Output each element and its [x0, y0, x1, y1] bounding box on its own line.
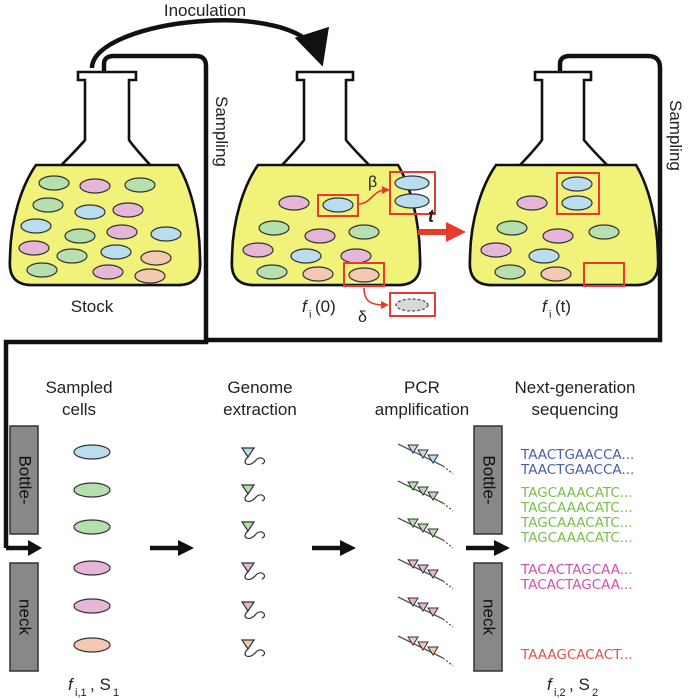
step-pcr-amplification: PCR amplification — [375, 378, 470, 419]
svg-text:(0): (0) — [315, 297, 336, 316]
sample2-label: f i,2 , S 2 — [547, 675, 598, 698]
svg-text:f: f — [547, 675, 554, 694]
sequence-read: TAGCAAACATC... — [520, 515, 633, 531]
svg-text:Next-generation: Next-generation — [515, 378, 636, 397]
sequence-reads: TAACTGAACCA...TAACTGAACCA... TAGCAAACATC.… — [520, 447, 634, 663]
bottleneck-label-right: Bottle- neck — [473, 425, 503, 672]
svg-text:Bottle-: Bottle- — [16, 455, 35, 504]
svg-text:i,2: i,2 — [554, 687, 566, 698]
sample1-label: f i,1 , S 1 — [68, 675, 119, 698]
svg-text:1: 1 — [113, 687, 119, 698]
svg-text:PCR: PCR — [404, 378, 440, 397]
svg-text:extraction: extraction — [223, 400, 297, 419]
svg-text:i: i — [549, 309, 551, 321]
svg-text:cells: cells — [62, 400, 96, 419]
sampling-label-right: Sampling — [666, 100, 685, 171]
final-cells — [480, 176, 620, 282]
step-next-generation-sequencing: Next-generation sequencing — [515, 378, 636, 419]
svg-text:2: 2 — [592, 687, 598, 698]
beta-symbol: β — [368, 174, 377, 191]
inoculation-label: Inoculation — [164, 1, 246, 20]
time-label: t — [428, 206, 435, 226]
initial-flask — [230, 70, 422, 287]
birth-annotation: β — [357, 171, 436, 215]
pcr-fragments-column — [397, 443, 454, 667]
svg-text:, S: , S — [90, 675, 111, 694]
svg-text:neck: neck — [16, 599, 35, 635]
sequence-read: TACACTAGCAA... — [520, 562, 633, 578]
sequence-read: TAGCAAACATC... — [520, 500, 633, 516]
sequence-read: TAACTGAACCA... — [520, 462, 634, 478]
svg-text:i,1: i,1 — [75, 687, 87, 698]
svg-text:f: f — [68, 675, 75, 694]
death-annotation: δ — [358, 287, 436, 326]
svg-text:f: f — [542, 297, 549, 316]
svg-text:Genome: Genome — [227, 378, 292, 397]
step-genome-extraction: Genome extraction — [223, 378, 297, 419]
death-highlight-box — [343, 262, 385, 287]
svg-text:Sampled: Sampled — [45, 378, 112, 397]
svg-text:amplification: amplification — [375, 400, 470, 419]
pipeline-arrows — [6, 540, 510, 556]
fi0-label: f i (0) — [302, 297, 336, 321]
sampling-line — [3, 53, 209, 548]
sampling-label-left: Sampling — [212, 96, 231, 167]
sequence-read: TAACTGAACCA... — [520, 447, 634, 463]
birth-highlight-box — [317, 194, 359, 217]
svg-text:sequencing: sequencing — [532, 400, 619, 419]
sequence-read: TACACTAGCAA... — [520, 577, 633, 593]
sequence-read: TAGCAAACATC... — [520, 485, 633, 501]
sampling-line-right — [206, 53, 663, 343]
sampled-cells-column — [73, 444, 111, 653]
genome-icons-column — [240, 447, 266, 658]
initial-cells — [242, 195, 380, 283]
step-sampled-cells: Sampled cells — [45, 378, 112, 419]
final-flask — [468, 70, 660, 287]
svg-text:i: i — [309, 309, 311, 321]
bottleneck-label-left: Bottle- neck — [9, 425, 39, 672]
sequence-read: TAGCAAACATC... — [520, 530, 633, 546]
svg-text:Bottle-: Bottle- — [480, 455, 499, 504]
svg-text:, S: , S — [569, 675, 590, 694]
svg-text:(t): (t) — [555, 297, 571, 316]
inoculation-arrow — [89, 18, 329, 69]
stock-label: Stock — [71, 297, 114, 316]
sequence-read: TAAAGCACACT... — [520, 647, 633, 663]
fit-label: f i (t) — [542, 297, 571, 321]
time-arrow: t — [418, 206, 466, 242]
svg-text:f: f — [302, 297, 309, 316]
stock-cells — [18, 175, 182, 284]
delta-symbol: δ — [358, 309, 367, 326]
svg-text:neck: neck — [480, 599, 499, 635]
stock-flask — [8, 70, 202, 287]
